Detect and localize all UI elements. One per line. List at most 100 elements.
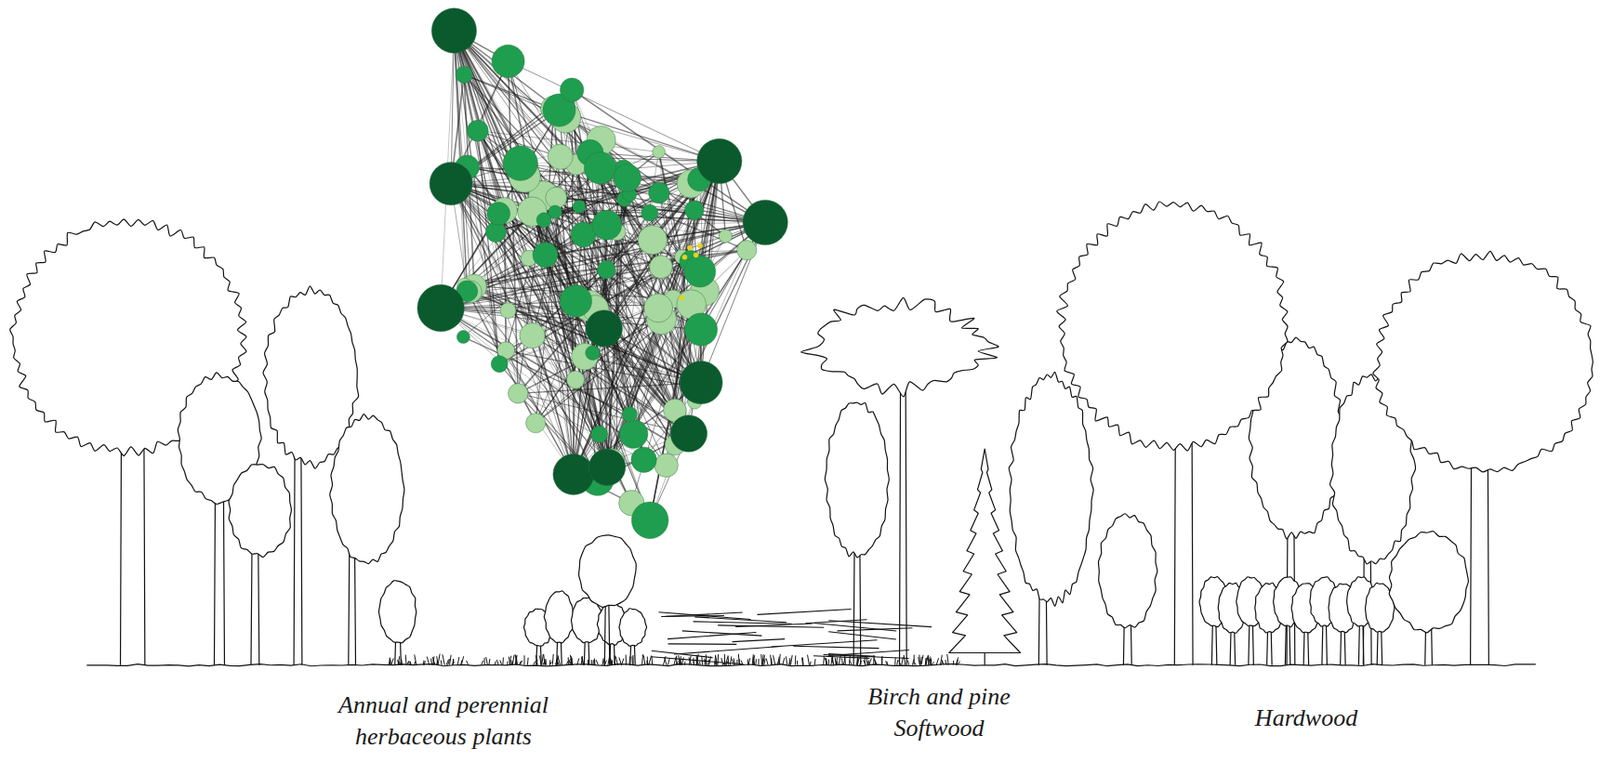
network-node xyxy=(588,449,626,487)
ground-line xyxy=(86,664,1536,667)
grass-blade xyxy=(542,654,544,666)
network-link xyxy=(674,222,766,410)
grass-blade xyxy=(621,659,624,666)
grass-blade xyxy=(796,661,798,666)
grass-blade xyxy=(587,660,589,666)
grass-blade xyxy=(779,654,781,666)
grass-blade xyxy=(509,656,512,666)
grass-blade xyxy=(535,655,538,666)
network-node xyxy=(526,413,546,434)
grass-blade xyxy=(885,661,888,666)
grass-blade xyxy=(592,660,594,665)
grass-blade xyxy=(692,658,695,666)
grass xyxy=(388,654,960,666)
network-node xyxy=(585,345,600,360)
grass-blade xyxy=(715,656,717,665)
network-link xyxy=(553,108,766,223)
network-node xyxy=(572,199,586,213)
grass-blade xyxy=(809,661,812,666)
grass-blade xyxy=(859,661,862,666)
grass-blade xyxy=(873,658,876,666)
grass-blade xyxy=(496,660,499,666)
grass-blade xyxy=(515,656,517,666)
grass-blade xyxy=(849,660,853,665)
network-link xyxy=(505,157,560,351)
network-node xyxy=(644,293,674,323)
log-line xyxy=(717,625,824,628)
grass-blade xyxy=(939,655,942,666)
grass-blade xyxy=(757,659,759,666)
grass-blade xyxy=(913,655,915,666)
grass-blade xyxy=(832,655,834,665)
grass-blade xyxy=(557,655,561,666)
grass-blade xyxy=(762,655,765,665)
grass-blade xyxy=(814,659,817,666)
grass-blade xyxy=(838,654,842,666)
grass-blade xyxy=(841,658,844,665)
grass-blade xyxy=(591,660,593,666)
grass-blade xyxy=(931,661,934,665)
grass-blade xyxy=(747,659,749,665)
grass-blade xyxy=(674,657,676,666)
network-link xyxy=(463,74,596,309)
network-node xyxy=(684,200,704,221)
grass-blade xyxy=(945,660,947,666)
network-node xyxy=(619,420,648,450)
grass-blade xyxy=(825,659,828,666)
network-node xyxy=(487,201,511,225)
yellow-dot xyxy=(697,243,702,249)
grass-blade xyxy=(595,660,598,666)
grass-blade xyxy=(930,658,932,665)
network-node xyxy=(737,240,757,261)
grass-blade xyxy=(844,656,847,666)
network-node xyxy=(583,152,616,185)
network-node xyxy=(456,330,470,344)
grass-blade xyxy=(628,657,631,666)
grass-blade xyxy=(754,659,757,665)
log-line xyxy=(694,617,787,623)
grass-blade xyxy=(642,654,644,666)
grass-blade xyxy=(802,657,805,665)
grass-blade xyxy=(748,658,751,665)
grass-blade xyxy=(451,659,454,666)
tree-crown xyxy=(378,581,416,644)
grass-blade xyxy=(506,661,509,666)
grass-blade xyxy=(569,655,572,666)
network-link xyxy=(535,194,630,424)
grass-blade xyxy=(723,661,726,666)
grass-blade xyxy=(790,655,793,666)
network-link xyxy=(477,131,500,365)
grass-blade xyxy=(726,661,728,666)
tree-trunk xyxy=(213,476,225,666)
network-node xyxy=(684,313,717,346)
network-node xyxy=(559,285,592,318)
network-node xyxy=(455,66,473,83)
grass-blade xyxy=(869,658,873,665)
log-line xyxy=(793,646,879,648)
tree-crown xyxy=(824,402,889,558)
network-node xyxy=(631,502,669,540)
grass-blade xyxy=(894,658,897,666)
grass-blade xyxy=(609,657,612,666)
grass-blade xyxy=(436,660,438,665)
grass-blade xyxy=(762,654,764,665)
yellow-dot xyxy=(682,254,688,260)
grass-blade xyxy=(566,661,569,665)
grass-blade xyxy=(709,656,712,665)
grass-blade xyxy=(864,657,866,665)
network-node xyxy=(697,138,742,184)
grass-blade xyxy=(901,657,904,666)
grass-blade xyxy=(752,654,754,665)
trees xyxy=(10,201,1594,666)
grass-blade xyxy=(885,661,888,665)
grass-blade xyxy=(414,654,417,665)
grass-blade xyxy=(716,654,719,666)
grass-blade xyxy=(777,661,780,666)
grass-blade xyxy=(738,654,741,666)
grass-blade xyxy=(408,661,410,665)
grass-blade xyxy=(494,661,496,665)
grass-blade xyxy=(801,658,804,666)
grass-blade xyxy=(389,660,391,665)
log-line xyxy=(668,643,738,646)
network-link xyxy=(673,168,715,299)
